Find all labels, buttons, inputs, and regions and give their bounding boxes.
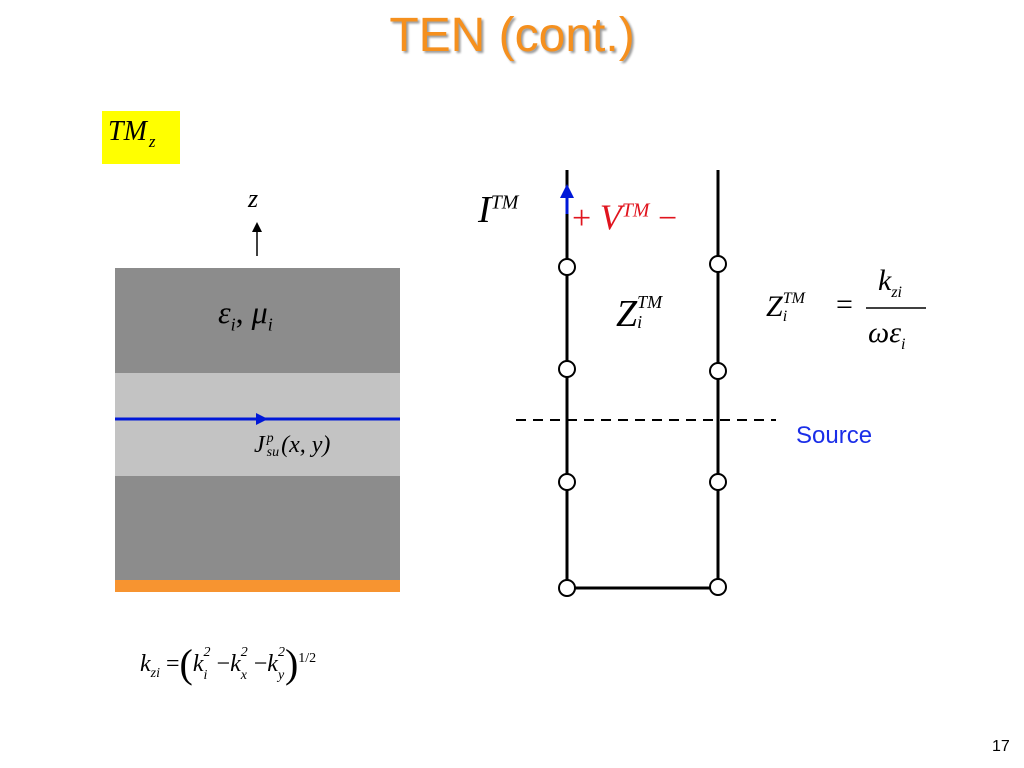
tl-nodes xyxy=(558,255,727,597)
ground-plane-strip xyxy=(115,580,400,592)
page-number: 17 xyxy=(992,738,1010,755)
node xyxy=(558,473,576,491)
node xyxy=(558,360,576,378)
layer-top xyxy=(115,268,400,373)
node xyxy=(709,473,727,491)
layer-bottom xyxy=(115,476,400,581)
layer-middle xyxy=(115,373,400,476)
tl-current-label: ITM xyxy=(478,189,519,231)
tl-current-arrowhead xyxy=(560,184,574,198)
surface-current-arrowhead xyxy=(256,413,268,425)
node xyxy=(558,258,576,276)
source-label: Source xyxy=(796,422,873,449)
tl-voltage-label: + VTM − xyxy=(572,197,678,237)
node xyxy=(558,579,576,597)
mode-highlight xyxy=(102,111,180,164)
node xyxy=(709,578,727,596)
node xyxy=(709,255,727,273)
z-axis-label: z xyxy=(248,184,259,213)
layer-material-label: εi, μi xyxy=(218,294,273,335)
slide-title: TEN (cont.) xyxy=(389,9,635,62)
z-axis-arrowhead xyxy=(252,222,262,232)
node xyxy=(709,362,727,380)
